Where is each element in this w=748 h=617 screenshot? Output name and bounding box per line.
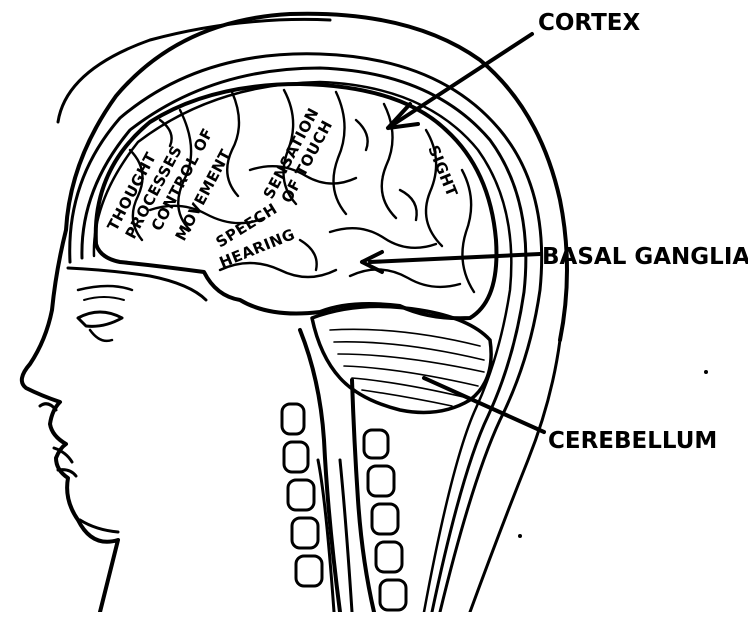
label-cortex: CORTEX — [538, 10, 641, 36]
basal-ganglia-pointer — [370, 254, 540, 262]
label-cerebellum: CEREBELLUM — [548, 428, 717, 454]
label-basal-ganglia: BASAL GANGLIA — [542, 244, 748, 270]
eye — [78, 312, 122, 326]
print-dot — [704, 370, 708, 374]
print-dot — [518, 534, 522, 538]
